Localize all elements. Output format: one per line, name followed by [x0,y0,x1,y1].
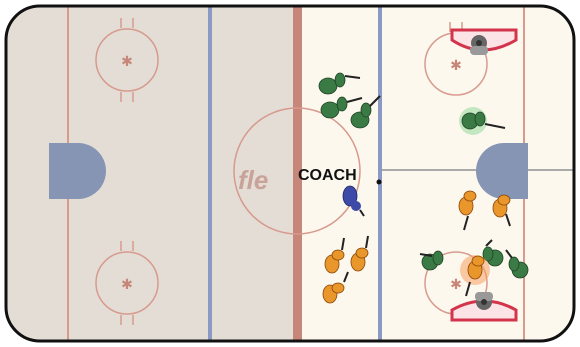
logo-prefix: fle [238,165,268,195]
left-bottom-faceoff-mark: ✱ [121,277,133,293]
center-faceoff-dot [377,180,382,185]
left-top-faceoff-mark: ✱ [121,54,133,70]
right-blue-line [378,6,382,341]
left-goal-crease [49,143,106,199]
right-bottom-faceoff-mark: ✱ [450,277,462,293]
left-blue-line [208,6,212,341]
logo-suffix: COACH [298,167,357,184]
right-top-faceoff-mark: ✱ [450,58,462,74]
